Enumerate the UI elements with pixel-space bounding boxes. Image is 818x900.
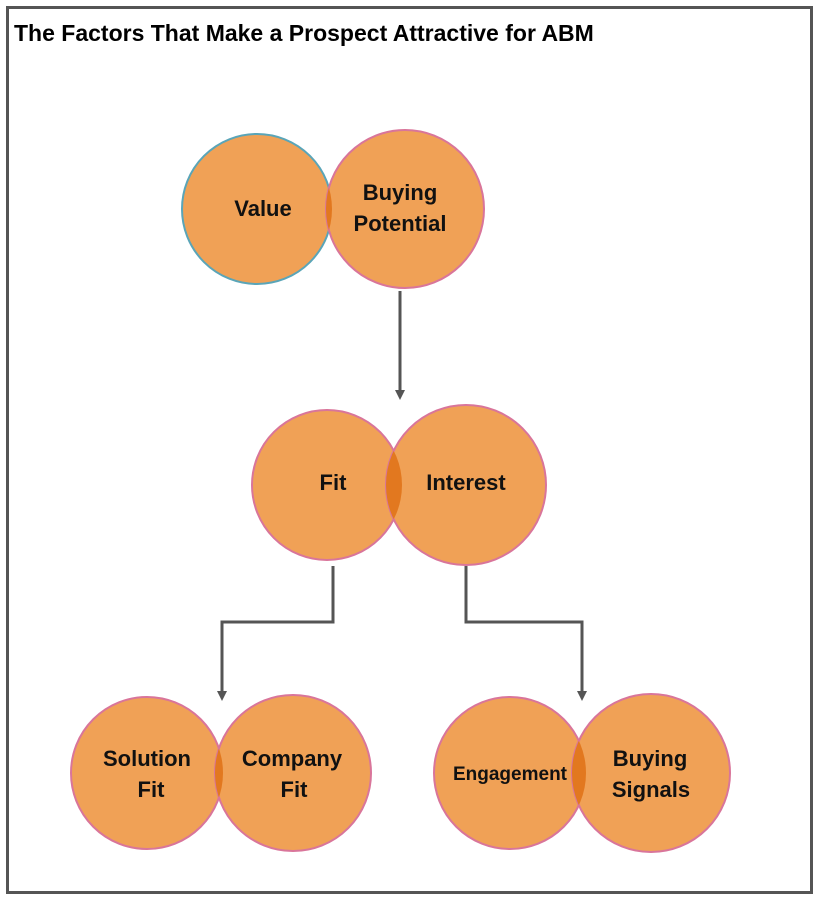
arrow-middle-to-bottom-right xyxy=(464,566,587,701)
connectors xyxy=(217,291,587,701)
circle-buying-signals xyxy=(571,693,731,853)
circle-solution-fit xyxy=(70,696,224,850)
label-value: Value xyxy=(234,196,291,221)
venn-middle: Fit Interest xyxy=(251,404,547,566)
label-fit: Fit xyxy=(320,470,348,495)
circle-buying-potential xyxy=(325,129,485,289)
label-engagement: Engagement xyxy=(453,764,568,785)
circle-company-fit xyxy=(214,694,372,852)
arrow-middle-to-bottom-left xyxy=(217,566,335,701)
label-interest: Interest xyxy=(426,470,506,495)
diagram-title: The Factors That Make a Prospect Attract… xyxy=(14,20,594,46)
